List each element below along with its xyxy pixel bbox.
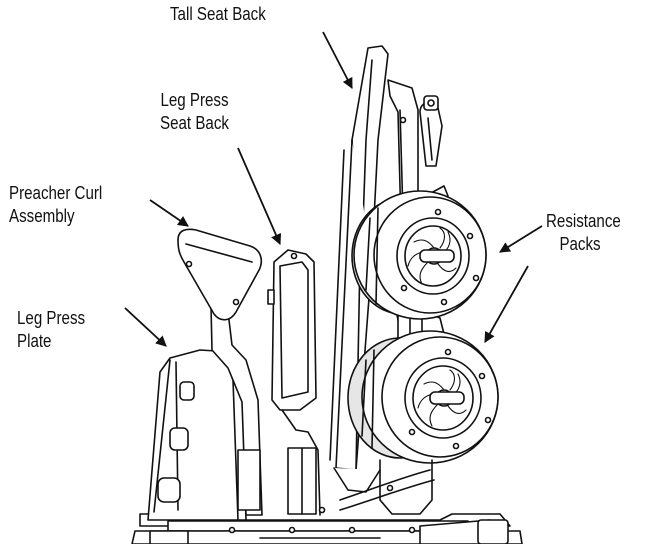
label-leg-press-plate-line-1: Leg Press <box>17 308 86 328</box>
machine-drawing <box>131 45 523 544</box>
label-leg-press-plate-line-2: Plate <box>17 331 52 351</box>
resistance-pack-upper-leader <box>499 225 543 253</box>
label-preacher-curl-line-1: Preacher Curl <box>9 183 103 203</box>
label-preacher-curl-assembly: Preacher Curl Assembly <box>9 182 102 228</box>
tall-seat-back-leader <box>322 31 353 89</box>
resistance-pack-lower <box>347 330 499 464</box>
leg-press-seat-back-leader <box>237 147 282 245</box>
label-leg-press-seat-back-line-1: Leg Press <box>160 90 229 110</box>
resistance-pack-upper <box>351 190 487 320</box>
preacher-curl-leader <box>149 199 189 227</box>
label-leg-press-seat-back-line-2: Seat Back <box>160 113 229 133</box>
label-resistance-packs-line-1: Resistance <box>546 211 621 231</box>
label-preacher-curl-line-2: Assembly <box>9 206 75 226</box>
rear-frame <box>339 459 435 515</box>
leg-press-plate-leader <box>124 307 167 347</box>
label-resistance-packs-line-2: Packs <box>559 234 601 254</box>
base-frame <box>131 513 523 544</box>
resistance-pack-lower-leader <box>484 265 529 343</box>
label-leg-press-seat-back: Leg Press Seat Back <box>146 89 243 135</box>
label-leg-press-plate: Leg Press Plate <box>17 307 85 353</box>
label-tall-seat-back-line-1: Tall Seat Back <box>170 4 266 24</box>
leg-press-seat-back <box>267 249 326 516</box>
callout-lines <box>124 31 543 347</box>
label-resistance-packs: Resistance Packs <box>546 210 621 256</box>
preacher-curl-assembly <box>177 228 263 516</box>
label-tall-seat-back: Tall Seat Back <box>170 3 266 26</box>
